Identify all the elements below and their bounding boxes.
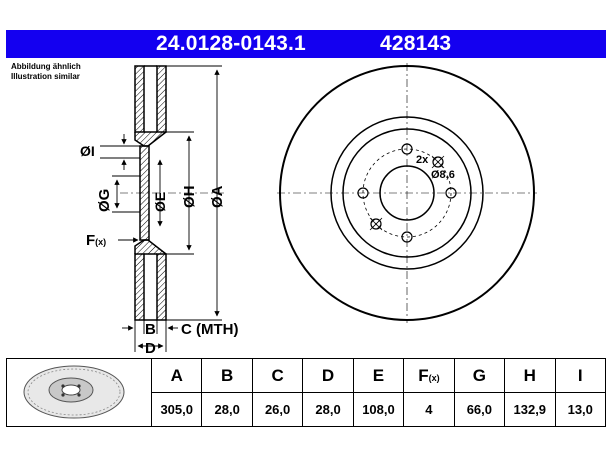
front-view (277, 63, 537, 323)
header-d: D (302, 358, 354, 393)
upper-hat-bend (134, 131, 167, 147)
dimension-table: A B C D E F(x) G H I 305,0 28,0 26,0 28,… (6, 358, 606, 427)
value-b: 28,0 (201, 392, 253, 427)
label-dim-a: ØA (209, 185, 226, 208)
header-f: F(x) (403, 358, 455, 393)
header-h: H (504, 358, 556, 393)
illustration-note: Abbildung ähnlich Illustration similar (11, 62, 81, 82)
header-i: I (554, 358, 606, 393)
value-c: 26,0 (251, 392, 304, 427)
label-c: C (MTH) (181, 321, 238, 338)
header-f-sub: (x) (428, 372, 440, 383)
value-d: 28,0 (302, 392, 354, 427)
holes-diameter: Ø8,6 (431, 169, 455, 181)
header-c: C (251, 358, 304, 393)
lower-friction-ring (134, 253, 167, 321)
title-bar: 24.0128-0143.1 428143 (6, 30, 606, 58)
label-b: B (145, 321, 156, 338)
hole-callout: 2x Ø8,6 (416, 154, 455, 181)
upper-friction-ring (134, 65, 167, 133)
value-g: 66,0 (453, 392, 506, 427)
label-dim-e: ØE (152, 192, 168, 212)
label-dim-g: ØG (96, 189, 113, 212)
caption-english: Illustration similar (11, 72, 80, 81)
value-f: 4 (403, 392, 455, 427)
brake-disc-thumbnail-icon (23, 365, 125, 419)
section-view (120, 65, 225, 321)
label-f: F(x) (86, 232, 106, 249)
dimension-lines (100, 65, 222, 352)
part-number: 24.0128-0143.1 (156, 32, 306, 55)
bolt-hole (401, 231, 413, 243)
bolt-hole (357, 187, 369, 199)
header-e: E (352, 358, 405, 393)
value-h: 132,9 (504, 392, 556, 427)
label-dim-h: ØH (181, 186, 198, 209)
label-dim-i: ØI (80, 143, 95, 159)
holes-count: 2x (416, 154, 429, 166)
locating-hole (431, 155, 445, 169)
value-a: 305,0 (150, 392, 203, 427)
value-i: 13,0 (554, 392, 606, 427)
table-header-row: A B C D E F(x) G H I (6, 358, 606, 427)
bolt-hole (401, 143, 413, 155)
value-e: 108,0 (352, 392, 405, 427)
lower-hat-bend (134, 239, 167, 255)
header-b: B (201, 358, 253, 393)
label-d: D (145, 340, 156, 357)
header-g: G (453, 358, 506, 393)
locating-hole (369, 217, 383, 231)
table-value-row: 305,0 28,0 26,0 28,0 108,0 4 66,0 132,9 … (7, 392, 606, 427)
caption-german: Abbildung ähnlich (11, 62, 81, 71)
bolt-hole (445, 187, 457, 199)
disc-thumbnail (6, 358, 152, 427)
reference-number: 428143 (380, 32, 452, 55)
label-f-sub: (x) (95, 237, 106, 247)
header-a: A (150, 358, 203, 393)
technical-drawing: ØI ØG ØE ØH ØA F(x) B C (MTH) D (80, 63, 537, 357)
dimension-labels: ØI ØG ØE ØH ØA F(x) B C (MTH) D (80, 143, 238, 357)
